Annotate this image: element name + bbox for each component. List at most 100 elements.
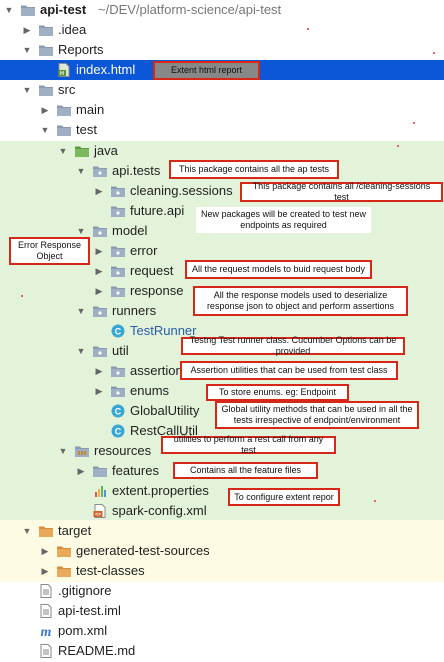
file-icon [40, 584, 52, 598]
tree-row-features[interactable]: ▶ features [0, 461, 444, 481]
class-icon [111, 404, 125, 418]
tree-row-src[interactable]: ▼ src [0, 80, 444, 100]
chevron-down-icon[interactable]: ▼ [58, 146, 68, 156]
annotation-error-response: Error Response Object [9, 237, 90, 265]
stray-mark [397, 145, 399, 147]
chevron-right-icon[interactable]: ▶ [23, 25, 31, 35]
chevron-down-icon[interactable]: ▼ [22, 45, 32, 55]
file-icon [40, 644, 52, 658]
chevron-down-icon[interactable]: ▼ [4, 5, 14, 15]
tree-row-index-html[interactable]: index.html [0, 60, 444, 80]
tree-row-test-runner[interactable]: TestRunner [0, 321, 444, 341]
stray-mark [307, 28, 309, 30]
tree-label-readme: README.md [58, 643, 136, 658]
tree-row-test-classes[interactable]: ▶ test-classes [0, 561, 444, 581]
chevron-right-icon[interactable]: ▶ [41, 546, 49, 556]
annotation-extent-report: Extent html report [153, 61, 260, 80]
tree-row-gitignore[interactable]: .gitignore [0, 581, 444, 601]
chevron-down-icon[interactable]: ▼ [58, 446, 68, 456]
chevron-down-icon[interactable]: ▼ [40, 125, 50, 135]
tree-row-java[interactable]: ▼ java [0, 141, 444, 161]
tree-row-request[interactable]: ▶ request [0, 261, 444, 281]
tree-row-cleaning-sessions[interactable]: ▶ cleaning.sessions [0, 181, 444, 201]
chevron-right-icon[interactable]: ▶ [41, 105, 49, 115]
tree-row-api-tests[interactable]: ▼ api.tests [0, 161, 444, 181]
package-icon [93, 346, 107, 357]
annotation-enums: To store enums. eg: Endpoint [206, 384, 349, 401]
excluded-target-highlight [0, 520, 444, 582]
tree-row-util[interactable]: ▼ util [0, 341, 444, 361]
chevron-right-icon[interactable]: ▶ [95, 286, 103, 296]
tree-row-reports[interactable]: ▼ Reports [0, 40, 444, 60]
tree-row-idea[interactable]: ▶ .idea [0, 20, 444, 40]
tree-label-api-tests: api.tests [112, 163, 161, 178]
chevron-right-icon[interactable]: ▶ [95, 386, 103, 396]
chevron-right-icon[interactable]: ▶ [77, 466, 85, 476]
tree-label-test-classes: test-classes [76, 563, 145, 578]
tree-row-assertion[interactable]: ▶ assertion [0, 361, 444, 381]
package-icon [93, 226, 107, 237]
tree-row-main[interactable]: ▶ main [0, 100, 444, 120]
annotation-rest-call: utilities to perform a rest call from an… [161, 434, 336, 455]
chevron-down-icon[interactable]: ▼ [76, 226, 86, 236]
chevron-right-icon[interactable]: ▶ [95, 366, 103, 376]
tree-row-runners[interactable]: ▼ runners [0, 301, 444, 321]
tree-row-future-api[interactable]: future.api [0, 201, 444, 221]
tree-row-api-test-iml[interactable]: api-test.iml [0, 601, 444, 621]
tree-label-error: error [130, 243, 158, 258]
tree-row-global-utility[interactable]: GlobalUtility [0, 401, 444, 421]
chevron-down-icon[interactable]: ▼ [76, 166, 86, 176]
package-icon [111, 246, 125, 257]
stray-mark [21, 295, 23, 297]
tree-row-generated-test-sources[interactable]: ▶ generated-test-sources [0, 541, 444, 561]
tree-label-assertion: assertion [130, 363, 183, 378]
annotation-features: Contains all the feature files [173, 462, 318, 479]
tree-row-enums[interactable]: ▶ enums [0, 381, 444, 401]
tree-label-extent-properties: extent.properties [112, 483, 209, 498]
chevron-down-icon[interactable]: ▼ [76, 306, 86, 316]
tree-row-spark-config[interactable]: spark-config.xml [0, 501, 444, 521]
annotation-api-tests: This package contains all the ap tests [169, 160, 339, 179]
tree-label-pom-xml: pom.xml [58, 623, 108, 638]
package-icon [93, 306, 107, 317]
stray-mark [374, 500, 376, 502]
tree-row-project[interactable]: ▼ api-test ~/DEV/platform-science/api-te… [0, 0, 444, 20]
tree-label-runners: runners [112, 303, 157, 318]
annotation-global-utility: Global utility methods that can be used … [215, 401, 419, 429]
tree-row-error[interactable]: ▶ error [0, 241, 444, 261]
tree-label-src: src [58, 82, 76, 97]
tree-row-target[interactable]: ▼ target [0, 521, 444, 541]
tree-label-generated-test-sources: generated-test-sources [76, 543, 210, 558]
tree-label-request: request [130, 263, 174, 278]
excluded-folder-icon [57, 546, 71, 557]
maven-icon [40, 625, 52, 639]
tree-label-test: test [76, 122, 97, 137]
tree-label-reports: Reports [58, 42, 104, 57]
chevron-right-icon[interactable]: ▶ [95, 266, 103, 276]
class-icon [111, 324, 125, 338]
tree-row-extent-properties[interactable]: extent.properties [0, 481, 444, 501]
tree-row-rest-call-util[interactable]: RestCallUtil [0, 421, 444, 441]
tree-row-response[interactable]: ▶ response [0, 281, 444, 301]
annotation-response: All the response models used to deserial… [193, 286, 408, 316]
tree-row-pom-xml[interactable]: pom.xml [0, 621, 444, 641]
chevron-down-icon[interactable]: ▼ [22, 526, 32, 536]
tree-row-resources[interactable]: ▼ resources [0, 441, 444, 461]
tree-row-readme[interactable]: README.md [0, 641, 444, 661]
tree-row-test[interactable]: ▼ test [0, 120, 444, 140]
folder-icon [39, 25, 53, 36]
folder-icon [39, 45, 53, 56]
chevron-right-icon[interactable]: ▶ [41, 566, 49, 576]
chevron-right-icon[interactable]: ▶ [95, 246, 103, 256]
html-file-icon [57, 63, 70, 78]
chevron-down-icon[interactable]: ▼ [22, 85, 32, 95]
chevron-down-icon[interactable]: ▼ [76, 346, 86, 356]
class-icon [111, 424, 125, 438]
chevron-right-icon[interactable]: ▶ [95, 186, 103, 196]
folder-icon [57, 105, 71, 116]
tree-label-java: java [94, 143, 118, 158]
tree-label-api-test-iml: api-test.iml [58, 603, 121, 618]
properties-file-icon [95, 486, 106, 497]
tree-row-model[interactable]: ▼ model [0, 221, 444, 241]
tree-label-gitignore: .gitignore [58, 583, 112, 598]
